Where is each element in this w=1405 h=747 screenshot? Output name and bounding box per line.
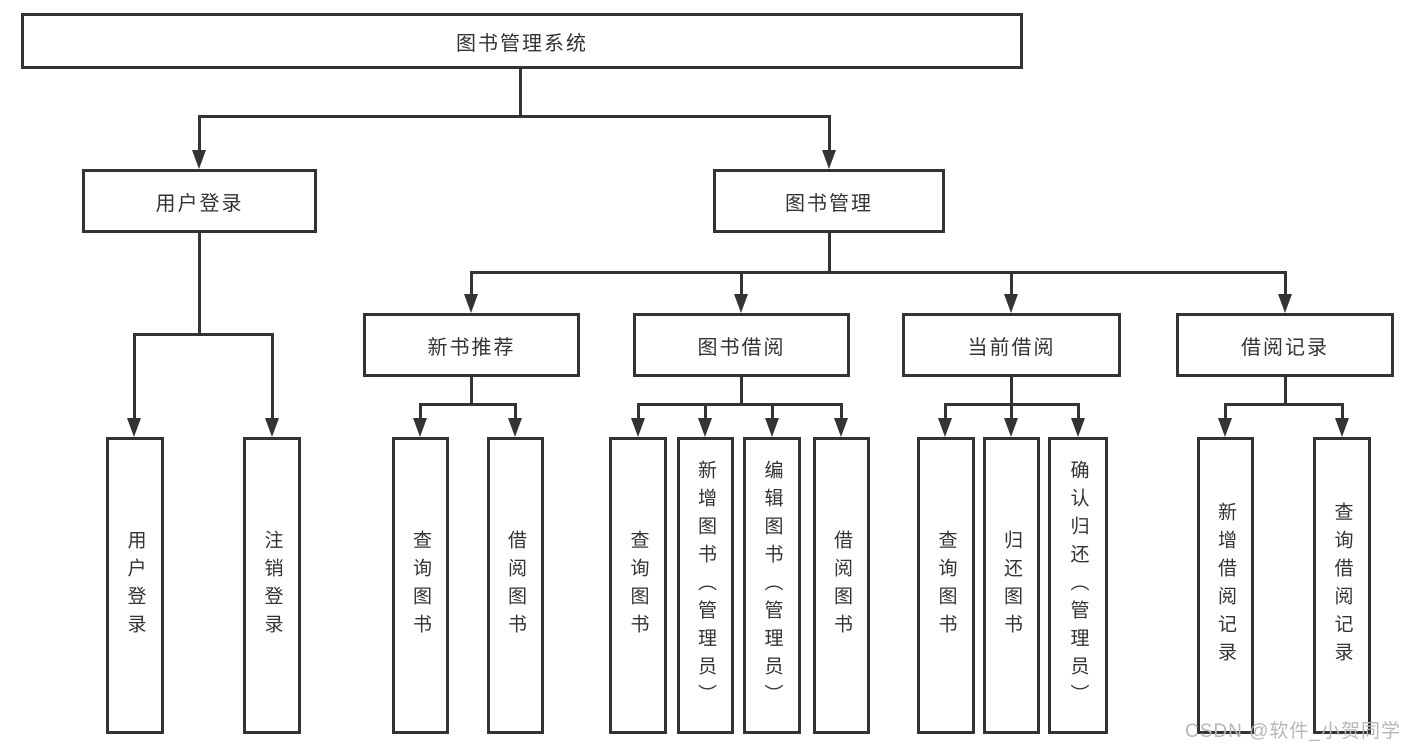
connector-line — [944, 403, 947, 419]
leaf-return-books: 归还图书 — [983, 437, 1040, 734]
leaf-query-books-recommend-label: 查询图书 — [410, 529, 431, 642]
connector-line — [419, 403, 422, 419]
connector-line — [198, 233, 201, 335]
connector-line — [198, 115, 831, 118]
arrow-down-icon — [265, 418, 279, 437]
leaf-query-books-current-label: 查询图书 — [935, 529, 957, 642]
connector-line — [133, 333, 136, 419]
node-book-management: 图书管理 — [713, 169, 945, 233]
connector-line — [740, 376, 743, 405]
connector-line — [1284, 271, 1287, 296]
connector-line — [519, 68, 522, 117]
arrow-down-icon — [1335, 418, 1349, 437]
node-current-borrowing: 当前借阅 — [902, 313, 1121, 377]
arrow-down-icon — [1218, 418, 1232, 437]
arrow-down-icon — [1004, 294, 1018, 313]
arrow-down-icon — [127, 418, 141, 437]
leaf-edit-books-admin: 编辑图书（管理员） — [743, 437, 801, 734]
node-new-book-recommendation-label: 新书推荐 — [427, 336, 516, 359]
leaf-add-books-admin-label: 新增图书（管理员） — [695, 459, 716, 712]
arrow-down-icon — [698, 418, 712, 437]
connector-line — [1077, 403, 1080, 419]
node-root-label: 图书管理系统 — [456, 32, 588, 55]
leaf-confirm-return-admin-label: 确认归还（管理员） — [1067, 459, 1089, 712]
leaf-logout-label: 注销登录 — [261, 529, 283, 642]
connector-line — [470, 271, 1287, 274]
csdn-watermark: CSDN @软件_小贺同学 — [1185, 721, 1401, 742]
connector-line — [1284, 376, 1287, 405]
arrow-down-icon — [1004, 418, 1018, 437]
node-root: 图书管理系统 — [21, 13, 1023, 69]
leaf-user-login-label: 用户登录 — [124, 529, 146, 642]
arrow-down-icon — [508, 418, 522, 437]
leaf-return-books-label: 归还图书 — [1001, 529, 1022, 642]
leaf-borrow-books-recommend: 借阅图书 — [487, 437, 544, 734]
leaf-borrow-books-recommend-label: 借阅图书 — [505, 529, 526, 642]
connector-line — [470, 271, 473, 296]
connector-line — [198, 115, 201, 151]
connector-line — [828, 233, 831, 273]
connector-line — [1010, 271, 1013, 296]
connector-line — [637, 403, 843, 406]
connector-line — [828, 115, 831, 151]
arrow-down-icon — [938, 418, 952, 437]
arrow-down-icon — [822, 150, 836, 169]
leaf-query-books-recommend: 查询图书 — [392, 437, 449, 734]
node-new-book-recommendation: 新书推荐 — [363, 313, 580, 377]
leaf-borrow-books-borrow-label: 借阅图书 — [831, 529, 852, 642]
connector-line — [704, 403, 707, 419]
connector-line — [840, 403, 843, 419]
leaf-add-books-admin: 新增图书（管理员） — [677, 437, 734, 734]
leaf-query-books-borrow: 查询图书 — [609, 437, 667, 734]
connector-line — [740, 271, 743, 296]
node-user-login-label: 用户登录 — [155, 192, 244, 215]
connector-line — [771, 403, 774, 419]
leaf-edit-books-admin-label: 编辑图书（管理员） — [761, 459, 783, 712]
leaf-add-borrow-record: 新增借阅记录 — [1197, 437, 1254, 734]
leaf-user-login: 用户登录 — [106, 437, 164, 734]
connector-line — [514, 403, 517, 419]
connector-line — [271, 333, 274, 419]
arrow-down-icon — [192, 150, 206, 169]
leaf-logout: 注销登录 — [243, 437, 301, 734]
arrow-down-icon — [464, 294, 478, 313]
connector-line — [1010, 403, 1013, 419]
node-current-borrowing-label: 当前借阅 — [967, 336, 1056, 359]
leaf-confirm-return-admin: 确认归还（管理员） — [1048, 437, 1108, 734]
arrow-down-icon — [765, 418, 779, 437]
node-book-management-label: 图书管理 — [785, 192, 873, 215]
leaf-borrow-books-borrow: 借阅图书 — [813, 437, 870, 734]
arrow-down-icon — [834, 418, 848, 437]
leaf-query-borrow-record: 查询借阅记录 — [1313, 437, 1371, 734]
leaf-query-borrow-record-label: 查询借阅记录 — [1331, 501, 1353, 670]
leaf-query-books-borrow-label: 查询图书 — [627, 529, 649, 642]
leaf-query-books-current: 查询图书 — [917, 437, 975, 734]
connector-line — [470, 376, 473, 405]
connector-line — [1341, 403, 1344, 419]
node-borrowing-records: 借阅记录 — [1176, 313, 1394, 377]
node-user-login: 用户登录 — [82, 169, 317, 233]
arrow-down-icon — [1071, 418, 1085, 437]
arrow-down-icon — [631, 418, 645, 437]
arrow-down-icon — [734, 294, 748, 313]
node-book-borrowing-label: 图书借阅 — [697, 336, 786, 359]
connector-line — [1224, 403, 1227, 419]
connector-line — [1010, 376, 1013, 405]
connector-line — [1224, 403, 1344, 406]
connector-line — [637, 403, 640, 419]
connector-line — [133, 333, 274, 336]
arrow-down-icon — [1278, 294, 1292, 313]
leaf-add-borrow-record-label: 新增借阅记录 — [1215, 501, 1236, 670]
connector-line — [419, 403, 517, 406]
arrow-down-icon — [413, 418, 427, 437]
node-book-borrowing: 图书借阅 — [633, 313, 850, 377]
node-borrowing-records-label: 借阅记录 — [1241, 336, 1329, 359]
